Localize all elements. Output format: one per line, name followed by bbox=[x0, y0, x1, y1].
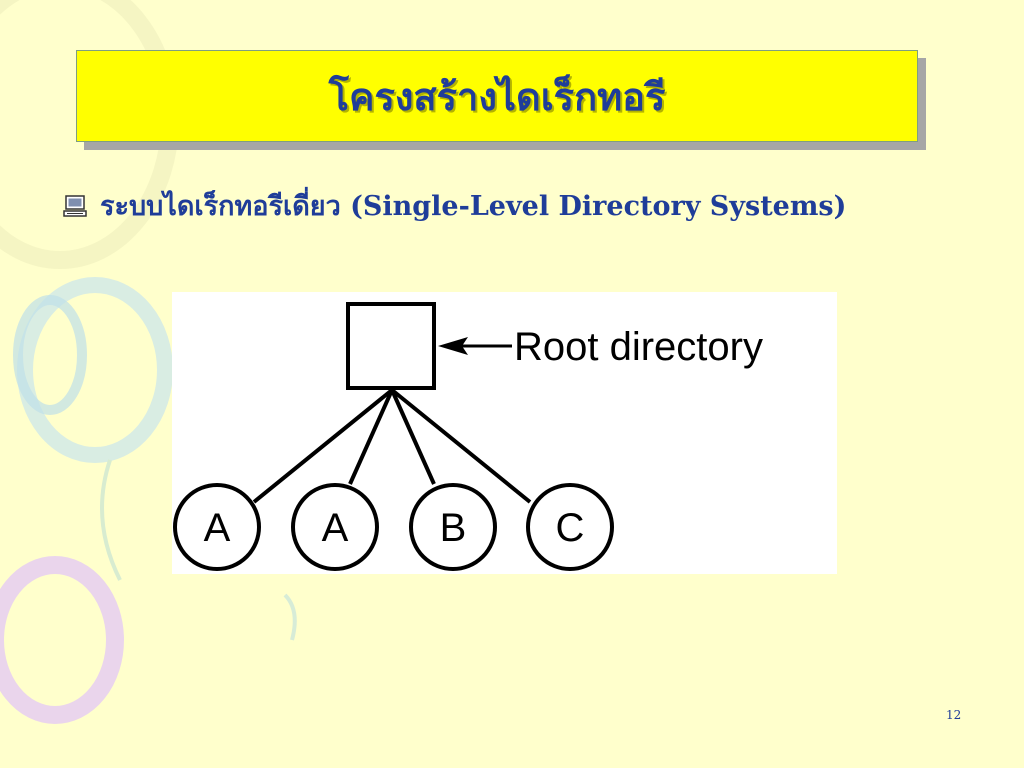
title-bar: โครงสร้างไดเร็กทอรี bbox=[76, 50, 918, 142]
page-number: 12 bbox=[946, 708, 962, 722]
directory-diagram: Root directory A A B C bbox=[172, 292, 837, 574]
bullet-item: ระบบไดเร็กทอรีเดี่ยว (Single-Level Direc… bbox=[62, 184, 846, 227]
file-node: C bbox=[526, 483, 614, 571]
file-node-label: A bbox=[322, 506, 349, 550]
computer-icon bbox=[63, 194, 87, 217]
root-directory-box bbox=[346, 302, 436, 390]
root-arrow bbox=[438, 337, 512, 355]
file-node: A bbox=[291, 483, 379, 571]
root-directory-label: Root directory bbox=[514, 325, 763, 369]
tree-edge bbox=[390, 388, 532, 504]
page-title: โครงสร้างไดเร็กทอรี bbox=[328, 73, 666, 119]
file-node: B bbox=[409, 483, 497, 571]
file-node-label: A bbox=[204, 506, 231, 550]
tree-edge bbox=[348, 389, 394, 485]
file-node-label: B bbox=[440, 506, 467, 550]
tree-edge bbox=[252, 388, 394, 504]
file-node: A bbox=[173, 483, 261, 571]
file-node-label: C bbox=[556, 506, 585, 550]
bullet-text: ระบบไดเร็กทอรีเดี่ยว (Single-Level Direc… bbox=[100, 191, 847, 222]
tree-edge bbox=[390, 389, 436, 485]
